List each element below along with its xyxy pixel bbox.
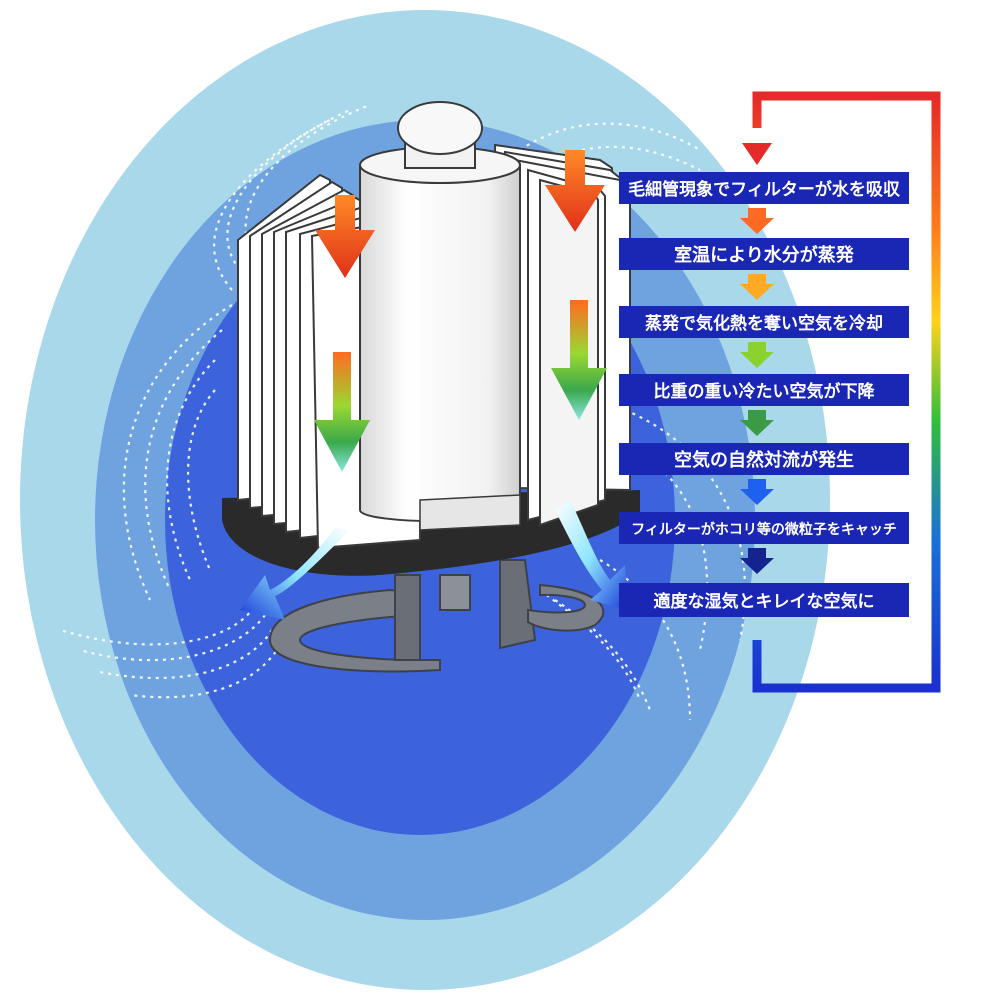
step-arrow-icon [740,342,774,368]
tank-cap [397,101,483,155]
dripping-arrow-icon [315,150,605,278]
step-arrow-icon [740,208,774,234]
step-4-label: 比重の重い冷たい空気が下降 [654,381,876,402]
cool-air-arrow-icon [314,300,607,472]
step-1: 毛細管現象でフィルターが水を吸収 [619,172,909,204]
step-2-box [619,238,909,270]
step-3-box [619,306,909,338]
step-arrow-icon [740,548,774,574]
step-4-box [619,374,909,406]
step-arrow-icon [740,274,774,300]
step-2: 室温により水分が蒸発 [619,238,909,270]
step-6-label: フィルターがホコリ等の微粒子をキャッチ [631,521,897,538]
step-6-box [619,512,909,544]
step-arrow-icon [740,479,774,505]
unit-stand [268,559,605,673]
step-3-label: 蒸発で気化熱を奪い空気を冷却 [645,313,883,334]
step-5-box [619,443,909,475]
step-6: フィルターがホコリ等の微粒子をキャッチ [619,512,909,544]
step-2-label: 室温により水分が蒸発 [674,244,855,266]
step-arrow-icon [740,410,774,436]
step-3: 蒸発で気化熱を奪い空気を冷却 [619,306,909,338]
process-loop [752,91,941,693]
step-7-box [619,583,909,617]
step-1-box [619,172,909,204]
step-1-label: 毛細管現象でフィルターが水を吸収 [628,179,901,200]
step-5: 空気の自然対流が発生 [619,443,909,475]
step-7-label: 適度な湿気とキレイな空気に [654,591,875,612]
outflow-arrows [240,500,628,620]
tank-band [419,494,521,531]
step-list: 毛細管現象でフィルターが水を吸収 室温により水分が蒸発 蒸発で気化熱を奪い空気を… [619,172,909,617]
step-4: 比重の重い冷たい空気が下降 [619,374,909,406]
loop-entry-arrow-icon [742,143,772,165]
step-5-label: 空気の自然対流が発生 [674,449,854,471]
water-tank [359,152,521,523]
step-7: 適度な湿気とキレイな空気に [619,583,909,617]
